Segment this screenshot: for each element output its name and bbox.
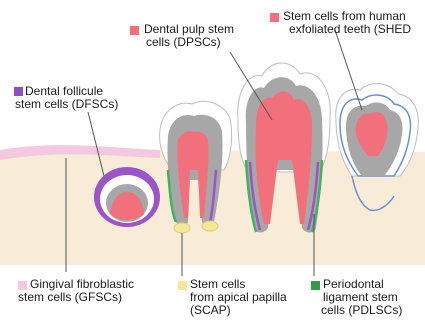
label-pdlsc-line3: cells (PDLSCs)	[321, 304, 402, 317]
label-gfsc-line2: stem cells (GFSCs)	[18, 291, 134, 304]
label-dpsc: Dental pulp stem cells (DPSCs)	[144, 23, 234, 49]
label-scap: Stem cells from apical papilla (SCAP)	[190, 278, 287, 317]
label-dfsc-line2: stem cells (DFSCs)	[15, 98, 118, 111]
swatch-shed	[270, 13, 279, 22]
label-shed-line2: exfoliated teeth (SHED	[289, 23, 411, 36]
label-dpsc-line2: cells (DPSCs)	[146, 36, 234, 49]
apical-papilla-left	[174, 223, 190, 233]
label-dfsc: Dental follicule stem cells (DFSCs)	[25, 85, 118, 111]
swatch-dpsc	[130, 26, 139, 35]
apical-papilla-right	[202, 221, 218, 231]
swatch-dfsc	[14, 87, 23, 96]
label-gfsc: Gingival fibroblastic stem cells (GFSCs)	[30, 278, 134, 304]
label-shed: Stem cells from human exfoliated teeth (…	[283, 10, 411, 36]
label-pdlsc: Periodontal ligament stem cells (PDLSCs)	[323, 278, 402, 317]
label-scap-line3: (SCAP)	[190, 304, 287, 317]
swatch-pdlsc	[311, 281, 320, 290]
swatch-scap	[178, 281, 187, 290]
swatch-gfsc	[18, 281, 27, 290]
